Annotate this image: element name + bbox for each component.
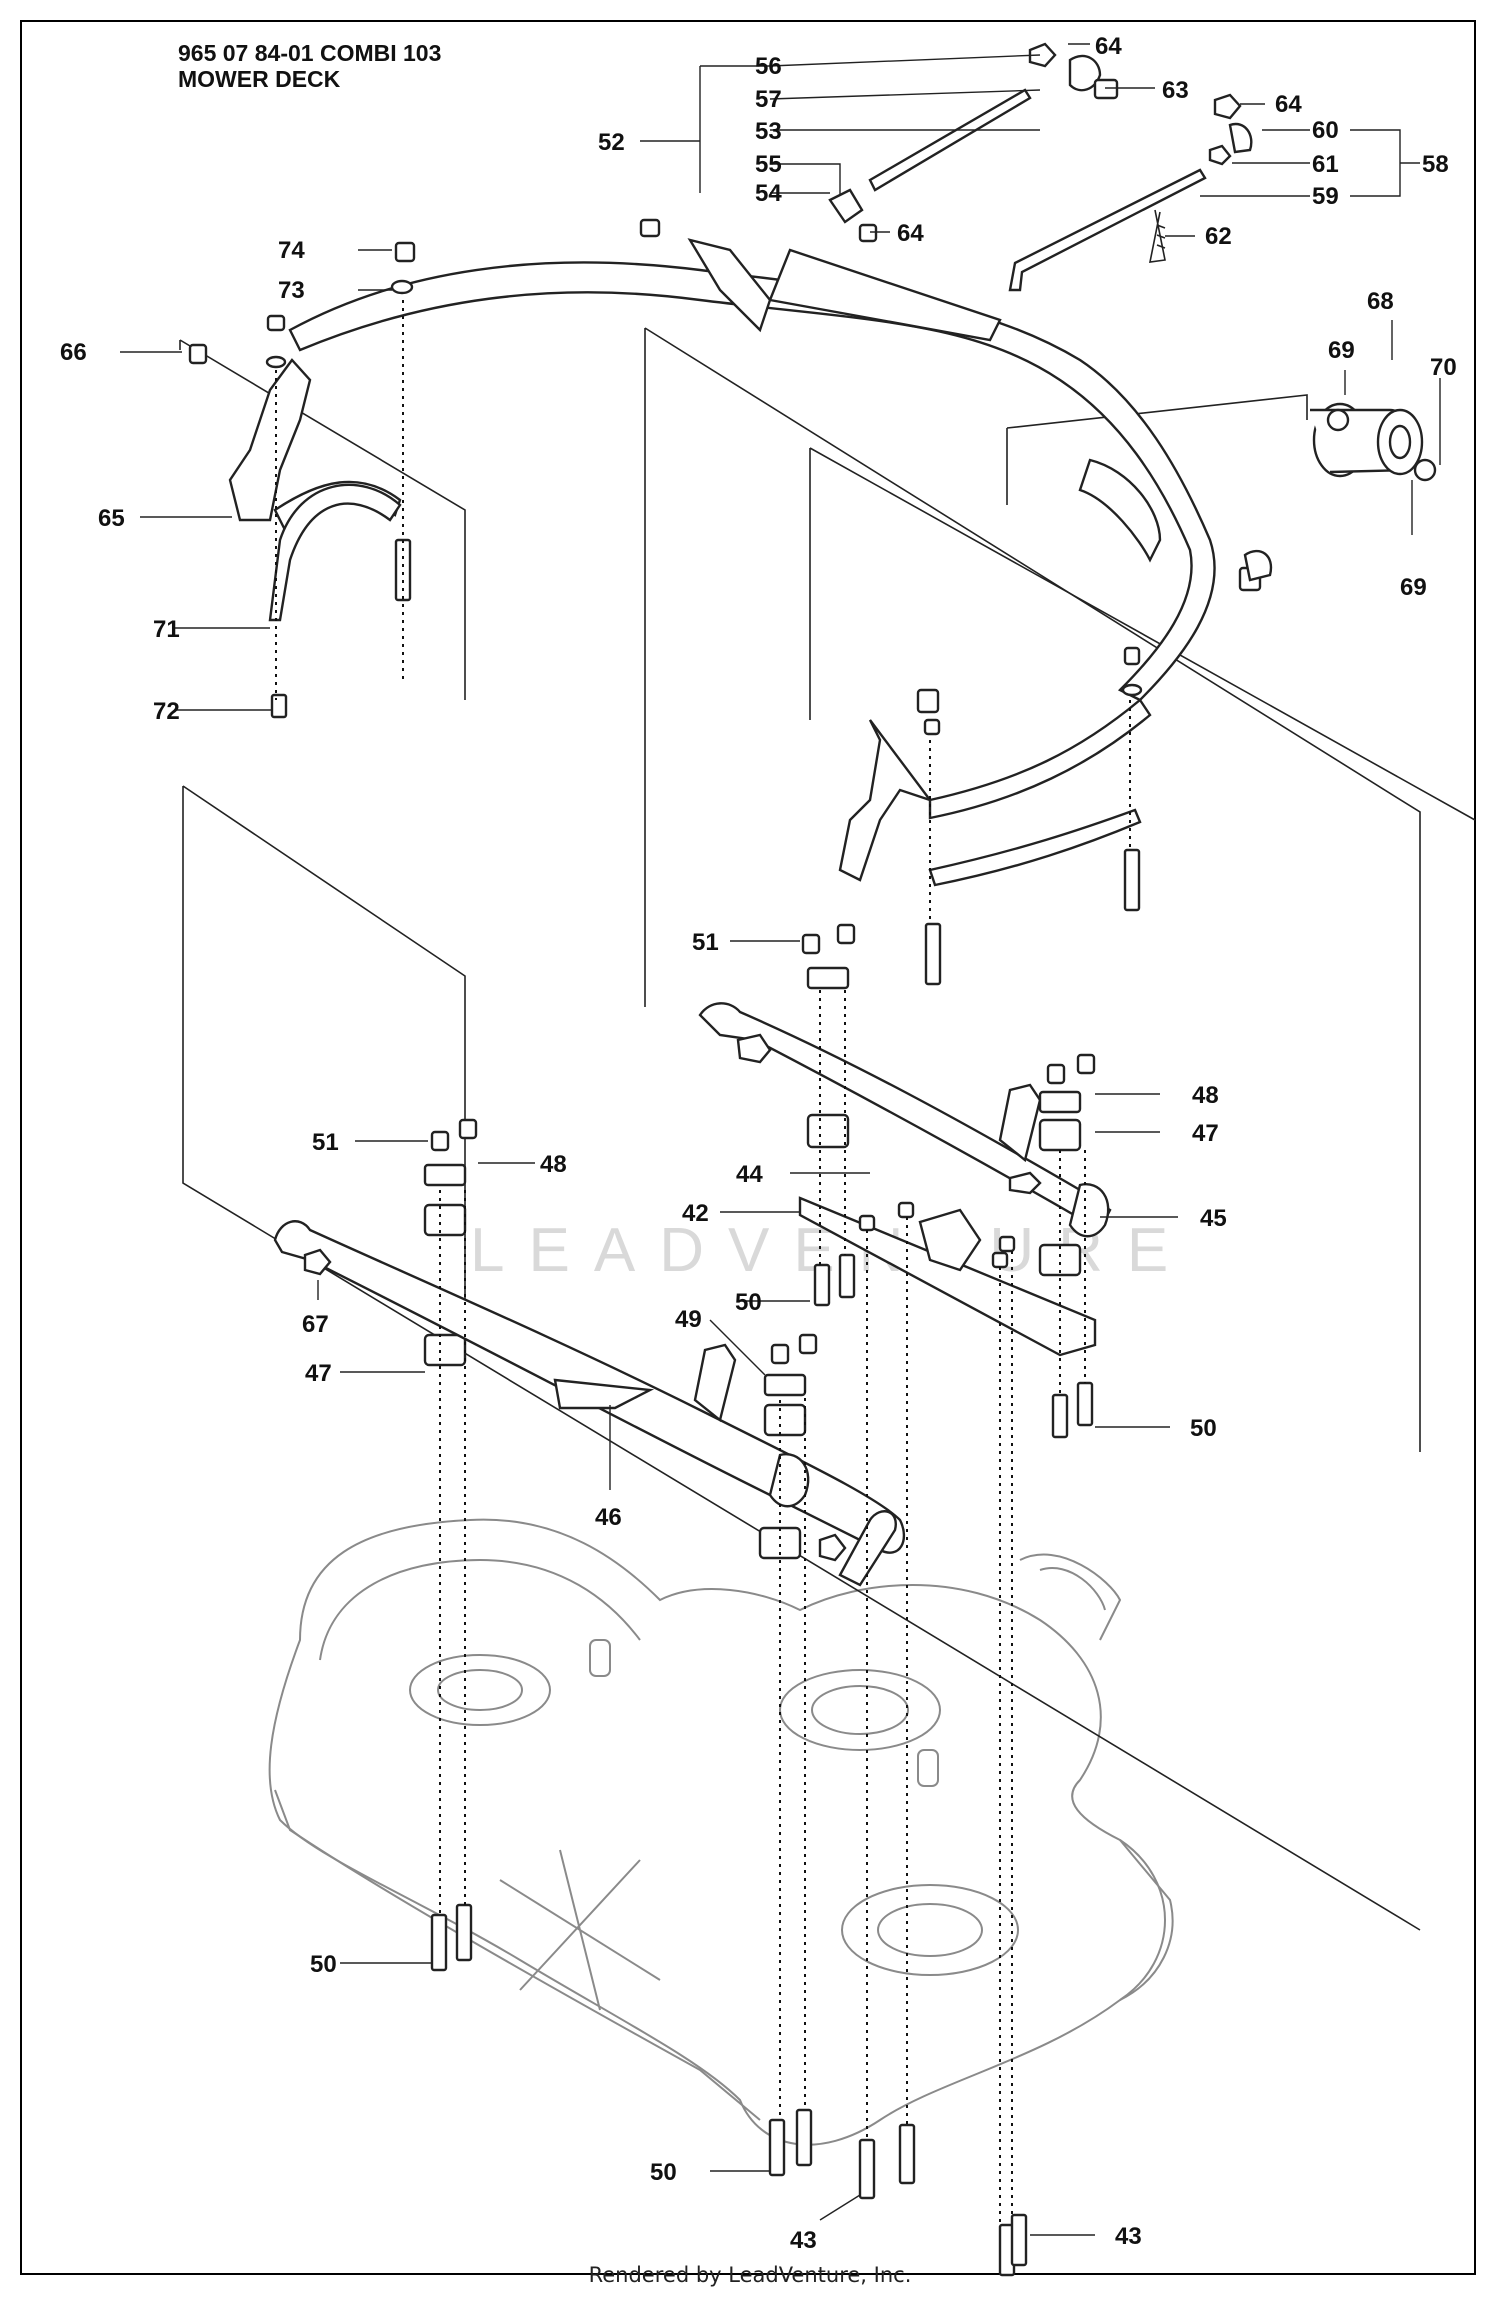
callout-43: 43 xyxy=(1115,2223,1142,2250)
diagram-frame xyxy=(20,20,1476,2275)
assembly-axes xyxy=(275,300,1131,2225)
diagram-title: 965 07 84-01 COMBI 103 MOWER DECK xyxy=(178,40,598,92)
callout-48: 48 xyxy=(540,1151,567,1178)
callout-67: 67 xyxy=(302,1311,329,1338)
lower-bolts xyxy=(430,1903,1028,2277)
callout-73: 73 xyxy=(278,277,305,304)
callout-60: 60 xyxy=(1312,117,1339,144)
assembly-name: MOWER DECK xyxy=(178,66,341,92)
callout-68: 68 xyxy=(1367,288,1394,315)
callout-59: 59 xyxy=(1312,183,1339,210)
callout-57: 57 xyxy=(755,86,782,113)
callout-71: 71 xyxy=(153,616,180,643)
callout-44: 44 xyxy=(736,1161,763,1188)
mower-deck xyxy=(268,1518,1174,2146)
callout-65: 65 xyxy=(98,505,125,532)
upper-lift-arm xyxy=(228,238,1216,702)
callout-45: 45 xyxy=(1200,1205,1227,1232)
callout-63: 63 xyxy=(1162,77,1189,104)
callout-53: 53 xyxy=(755,118,782,145)
clamp-blocks xyxy=(423,923,1096,1560)
roller-assembly xyxy=(1310,402,1437,482)
callout-64: 64 xyxy=(1095,33,1122,60)
callout-64: 64 xyxy=(897,220,924,247)
callout-70: 70 xyxy=(1430,354,1457,381)
callout-50: 50 xyxy=(735,1289,762,1316)
callout-50: 50 xyxy=(310,1951,337,1978)
callout-48: 48 xyxy=(1192,1082,1219,1109)
adjustment-rods xyxy=(868,88,1207,292)
callout-50: 50 xyxy=(1190,1415,1217,1442)
callout-69: 69 xyxy=(1328,337,1355,364)
middle-lift-bar xyxy=(698,1002,1112,1357)
right-side-arm xyxy=(838,698,1152,887)
callout-55: 55 xyxy=(755,151,782,178)
callout-51: 51 xyxy=(692,929,719,956)
callout-69: 69 xyxy=(1400,574,1427,601)
callout-54: 54 xyxy=(755,180,782,207)
callout-42: 42 xyxy=(682,1200,709,1227)
callout-43: 43 xyxy=(790,2227,817,2254)
callout-64: 64 xyxy=(1275,91,1302,118)
callout-61: 61 xyxy=(1312,151,1339,178)
callout-62: 62 xyxy=(1205,223,1232,250)
callout-72: 72 xyxy=(153,698,180,725)
callout-52: 52 xyxy=(598,129,625,156)
callout-46: 46 xyxy=(595,1504,622,1531)
callout-47: 47 xyxy=(305,1360,332,1387)
callout-47: 47 xyxy=(1192,1120,1219,1147)
callout-labels: 64 56 63 57 64 53 60 52 55 61 58 54 59 6… xyxy=(60,33,1457,2254)
callout-51: 51 xyxy=(312,1129,339,1156)
footer-credit: Rendered by LeadVenture, Inc. xyxy=(588,2263,912,2287)
hardware xyxy=(188,42,1273,986)
model-number: 965 07 84-01 COMBI 103 xyxy=(178,40,442,66)
callout-58: 58 xyxy=(1422,151,1449,178)
callout-56: 56 xyxy=(755,53,782,80)
callout-49: 49 xyxy=(675,1306,702,1333)
leader-lines xyxy=(120,43,1441,2236)
callout-50: 50 xyxy=(650,2159,677,2186)
callout-66: 66 xyxy=(60,339,87,366)
callout-74: 74 xyxy=(278,237,305,264)
lower-front-bar xyxy=(273,1220,906,1587)
